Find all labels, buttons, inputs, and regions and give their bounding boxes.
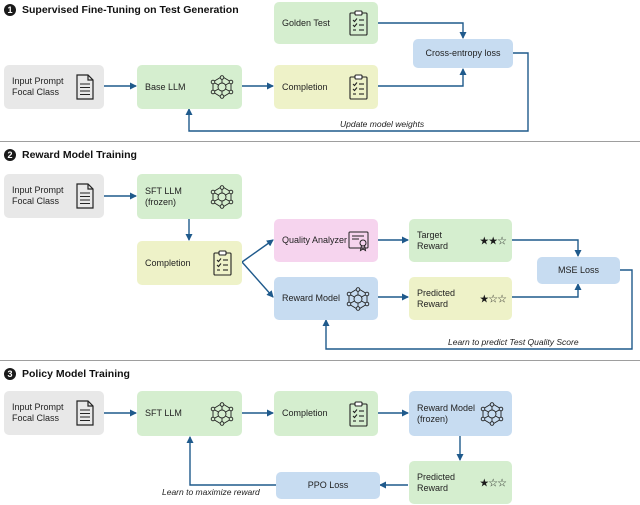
document-icon [76, 74, 94, 100]
target-reward-label: Target Reward [417, 229, 449, 251]
neural-network-icon [210, 401, 234, 426]
base-llm-label: Base LLM [145, 81, 186, 92]
section-number: 2 [4, 149, 16, 161]
neural-network-icon [210, 75, 234, 99]
completion-label: Completion [145, 257, 191, 268]
quality-analyzer-label: Quality Analyzer [282, 235, 348, 245]
predicted-reward-box: Predicted Reward ★☆☆ [409, 277, 512, 320]
completion-label: Completion [282, 408, 328, 418]
star-rating-icon: ★★☆ [479, 234, 507, 247]
completion-box: Completion [274, 65, 378, 109]
star-rating-icon: ★☆☆ [479, 476, 507, 489]
completion-label: Completion [282, 81, 328, 92]
reward-model-box: Reward Model [274, 277, 378, 320]
reward-model-frozen-box: Reward Model (frozen) [409, 391, 512, 436]
checklist-icon [213, 250, 232, 276]
sft-llm-label: SFT LLM [145, 408, 182, 418]
document-icon [76, 400, 94, 426]
completion-box: Completion [137, 241, 242, 285]
neural-network-icon [480, 401, 504, 426]
sft-llm-label: SFT LLM (frozen) [145, 185, 182, 207]
mse-loss-box: MSE Loss [537, 257, 620, 284]
cross-entropy-loss-box: Cross-entropy loss [413, 39, 513, 68]
reward-model-label: Reward Model (frozen) [417, 402, 476, 424]
completion-box: Completion [274, 391, 378, 436]
predicted-reward-label: Predicted Reward [417, 287, 456, 309]
reward-model-label: Reward Model [282, 293, 341, 303]
ppo-loss-box: PPO Loss [276, 472, 380, 499]
checklist-icon [349, 400, 368, 427]
golden-test-label: Golden Test [282, 17, 330, 28]
neural-network-icon [210, 184, 234, 209]
sft-llm-box: SFT LLM [137, 391, 242, 436]
predicted-reward-label: Predicted Reward [417, 471, 456, 493]
certificate-icon [348, 231, 369, 251]
input-prompt-label: Input Prompt Focal Class [12, 402, 64, 423]
mse-loss-label: MSE Loss [557, 265, 599, 275]
input-prompt-box: Input Prompt Focal Class [4, 391, 104, 435]
section-1-header: 1 Supervised Fine-Tuning on Test Generat… [4, 2, 239, 18]
checklist-icon [349, 10, 368, 36]
quality-analyzer-box: Quality Analyzer [274, 219, 378, 262]
learn-predict-note: Learn to predict Test Quality Score [448, 337, 579, 347]
ppo-loss-label: PPO Loss [307, 480, 349, 490]
maximize-reward-note: Learn to maximize reward [162, 487, 260, 497]
base-llm-box: Base LLM [137, 65, 242, 109]
divider [0, 141, 640, 142]
cross-entropy-loss-label: Cross-entropy loss [425, 48, 501, 58]
sft-llm-frozen-box: SFT LLM (frozen) [137, 174, 242, 219]
document-icon [76, 183, 94, 209]
input-prompt-box: Input Prompt Focal Class [4, 65, 104, 109]
golden-test-box: Golden Test [274, 2, 378, 44]
neural-network-icon [346, 286, 370, 311]
input-prompt-label: Input Prompt Focal Class [12, 76, 64, 97]
checklist-icon [349, 74, 368, 100]
section-title: Reward Model Training [22, 149, 137, 161]
section-title: Policy Model Training [22, 368, 130, 380]
update-weights-note: Update model weights [340, 119, 425, 129]
input-prompt-box: Input Prompt Focal Class [4, 174, 104, 218]
target-reward-box: Target Reward ★★☆ [409, 219, 512, 262]
section-number: 3 [4, 368, 16, 380]
input-prompt-label: Input Prompt Focal Class [12, 185, 64, 206]
predicted-reward-box: Predicted Reward ★☆☆ [409, 461, 512, 504]
star-rating-icon: ★☆☆ [479, 292, 507, 305]
divider [0, 360, 640, 361]
section-2-header: 2 Reward Model Training [4, 147, 137, 163]
section-3-header: 3 Policy Model Training [4, 366, 130, 382]
section-number: 1 [4, 4, 16, 16]
section-title: Supervised Fine-Tuning on Test Generatio… [22, 4, 239, 16]
